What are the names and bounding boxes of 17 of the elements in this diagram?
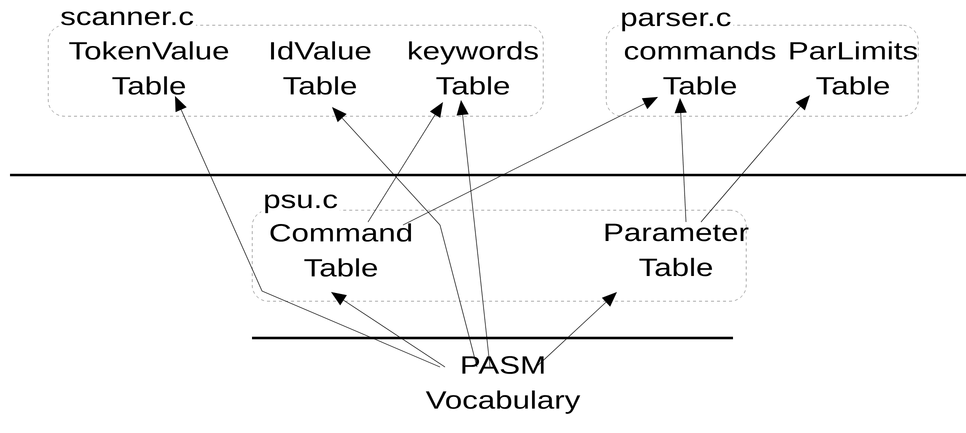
arrow	[175, 96, 440, 368]
arrow	[402, 97, 658, 226]
arrow	[534, 292, 617, 370]
table-label: IdValue Table	[271, 41, 370, 95]
node-label: scanner.c	[61, 12, 194, 26]
arrow	[368, 102, 443, 222]
table-label: commands Table	[624, 41, 776, 95]
table-label: keywords Table	[409, 41, 538, 95]
table-label: ParLimits Table	[790, 41, 917, 95]
table-label: Command Table	[270, 223, 412, 277]
arrow	[700, 95, 810, 222]
table-label: Parameter Table	[606, 224, 748, 276]
node-label: psu.c	[265, 194, 338, 214]
table-label: TokenValue Table	[69, 41, 228, 95]
arrow	[332, 107, 478, 368]
arrow	[331, 292, 446, 368]
table-label: PASM Vocabulary	[426, 356, 580, 414]
